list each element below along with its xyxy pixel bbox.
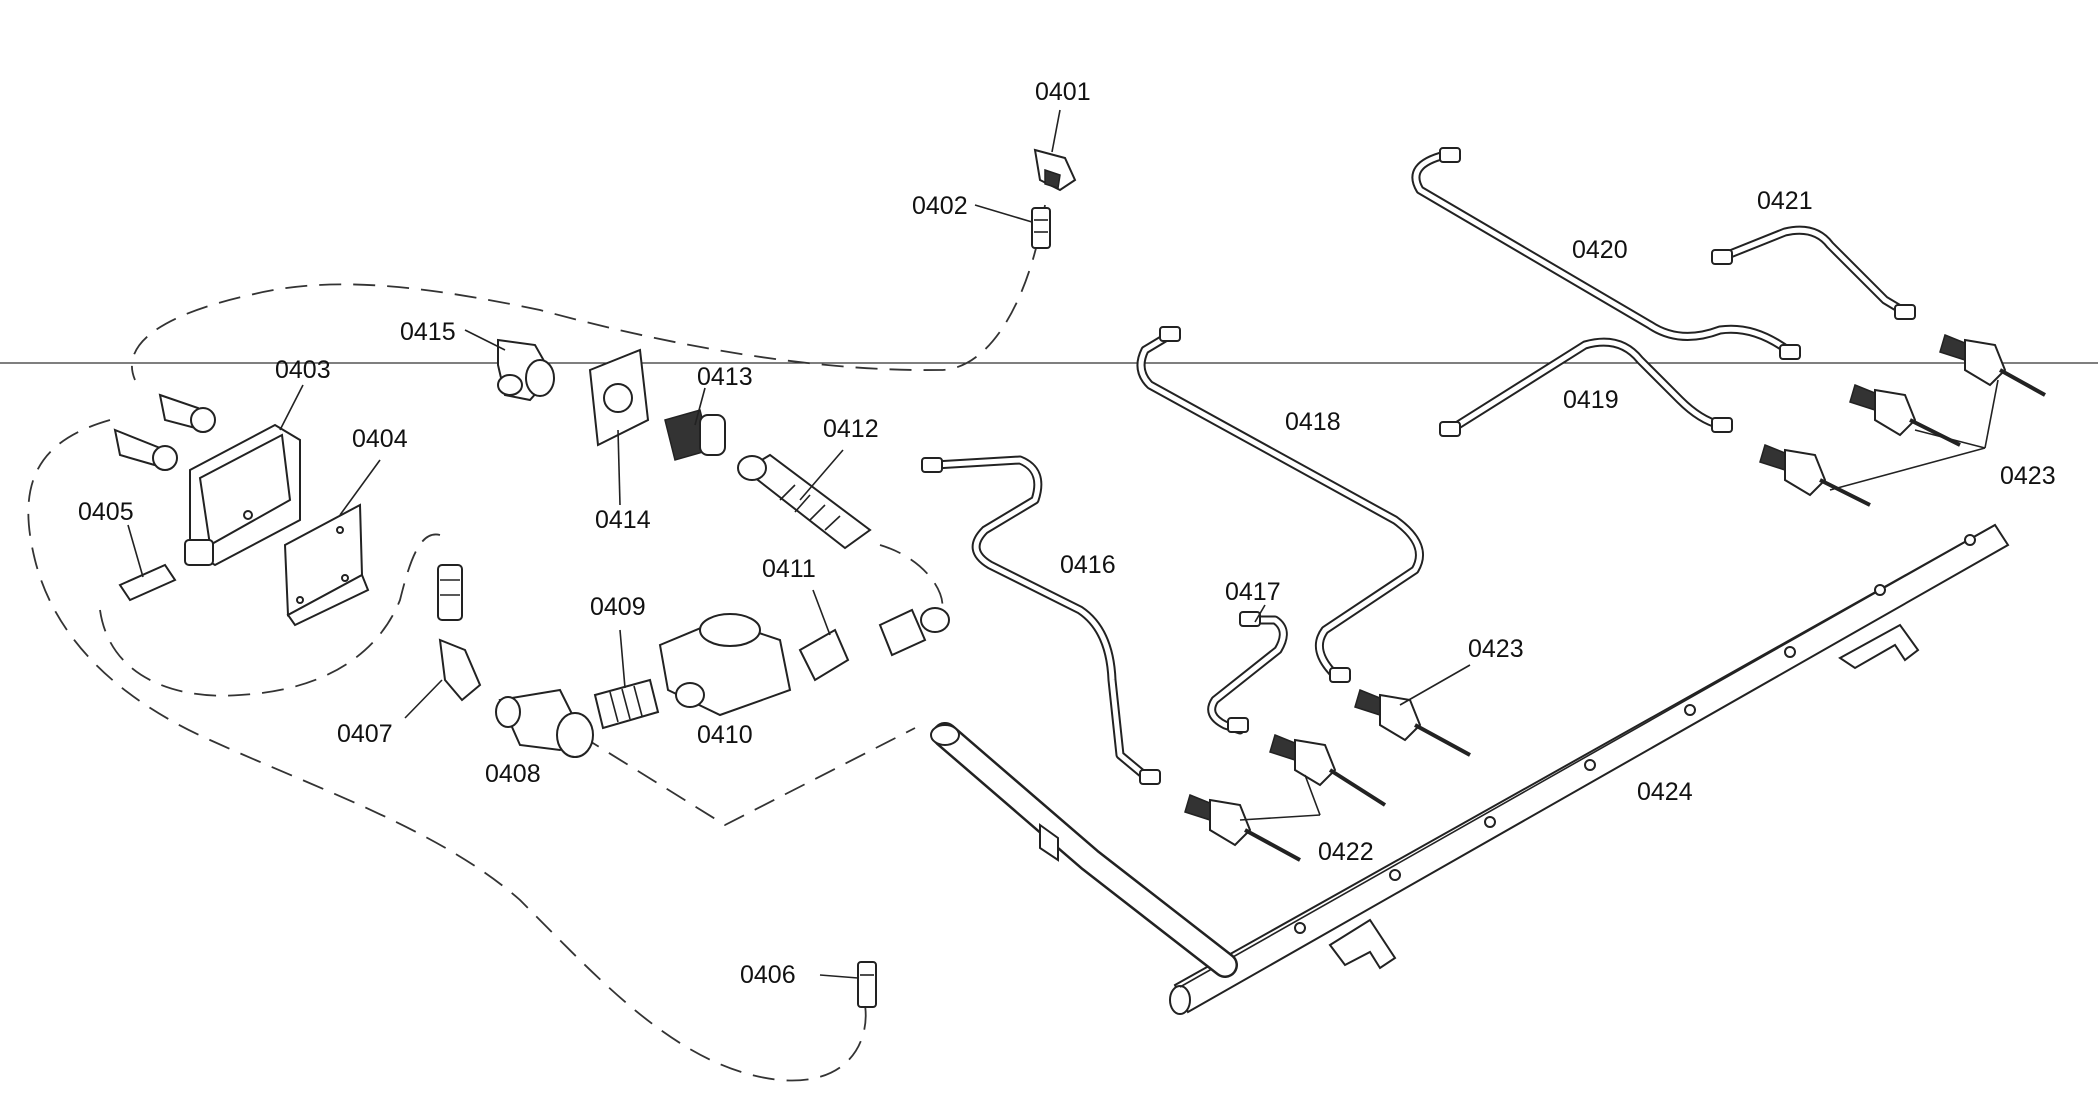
dashed-outline-lower — [27, 419, 867, 1082]
part-0402-fitting — [1031, 207, 1051, 249]
valve-0422-b — [1269, 733, 1387, 807]
leader-lines — [127, 109, 1999, 979]
valve-0422-a — [1184, 793, 1301, 862]
label-0416: 0416 — [1060, 551, 1116, 579]
label-0420: 0420 — [1572, 236, 1628, 264]
tube-0419 — [1445, 337, 1725, 435]
label-0415: 0415 — [400, 318, 456, 346]
part-0409-nipple — [593, 678, 660, 730]
dashed-outline-inner — [99, 533, 441, 697]
label-0419: 0419 — [1563, 386, 1619, 414]
label-0421: 0421 — [1757, 187, 1813, 215]
label-0402: 0402 — [912, 192, 968, 220]
label-0403: 0403 — [275, 356, 331, 384]
label-0408: 0408 — [485, 760, 541, 788]
part-0403-box — [184, 423, 301, 567]
part-0408-tee — [495, 688, 594, 758]
label-0405: 0405 — [78, 498, 134, 526]
inlet-pipe — [930, 722, 1238, 978]
valve-0423-rear-a — [1759, 443, 1871, 507]
label-0414: 0414 — [595, 506, 651, 534]
label-0401: 0401 — [1035, 78, 1091, 106]
part-0412-hose — [737, 453, 872, 550]
label-0407: 0407 — [337, 720, 393, 748]
tube-0416 — [930, 455, 1155, 785]
label-0423-front: 0423 — [1468, 635, 1524, 663]
label-0417: 0417 — [1225, 578, 1281, 606]
label-0412: 0412 — [823, 415, 879, 443]
part-0410-regulator — [658, 613, 792, 717]
valve-0423-rear-c — [1939, 333, 2046, 397]
tube-0418 — [1136, 330, 1424, 680]
label-0404: 0404 — [352, 425, 408, 453]
part-0414-gasket — [588, 348, 650, 447]
label-0413: 0413 — [697, 363, 753, 391]
manifold-0424 — [1169, 523, 2010, 1015]
label-0423-rear: 0423 — [2000, 462, 2056, 490]
label-0406: 0406 — [740, 961, 796, 989]
part-0406-fitting — [857, 961, 877, 1008]
valve-0423-rear-b — [1849, 383, 1961, 447]
part-0415-elbow — [497, 338, 555, 402]
dashed-outline-upper — [131, 204, 1046, 381]
part-0413-nipple — [664, 409, 726, 461]
tube-0417 — [1207, 615, 1288, 735]
label-0409: 0409 — [590, 593, 646, 621]
label-0410: 0410 — [697, 721, 753, 749]
label-0411: 0411 — [762, 555, 816, 583]
tube-0420 — [1411, 150, 1795, 357]
part-0407-elbow — [437, 564, 482, 702]
part-0411-fittings — [798, 607, 950, 682]
tube-0421 — [1715, 225, 1910, 317]
tube-end-fittings — [921, 147, 1916, 785]
valve-0423-front — [1354, 688, 1471, 757]
label-0422: 0422 — [1318, 838, 1374, 866]
dashed-outline-middle — [579, 544, 944, 827]
label-0424: 0424 — [1637, 778, 1693, 806]
part-0404-bracket — [283, 503, 370, 627]
part-0405-screws — [113, 393, 216, 602]
label-0418: 0418 — [1285, 408, 1341, 436]
part-labels: 0401 0402 0403 0404 0405 0406 0407 0408 … — [78, 78, 2056, 989]
part-0401-elbow — [1033, 148, 1077, 192]
